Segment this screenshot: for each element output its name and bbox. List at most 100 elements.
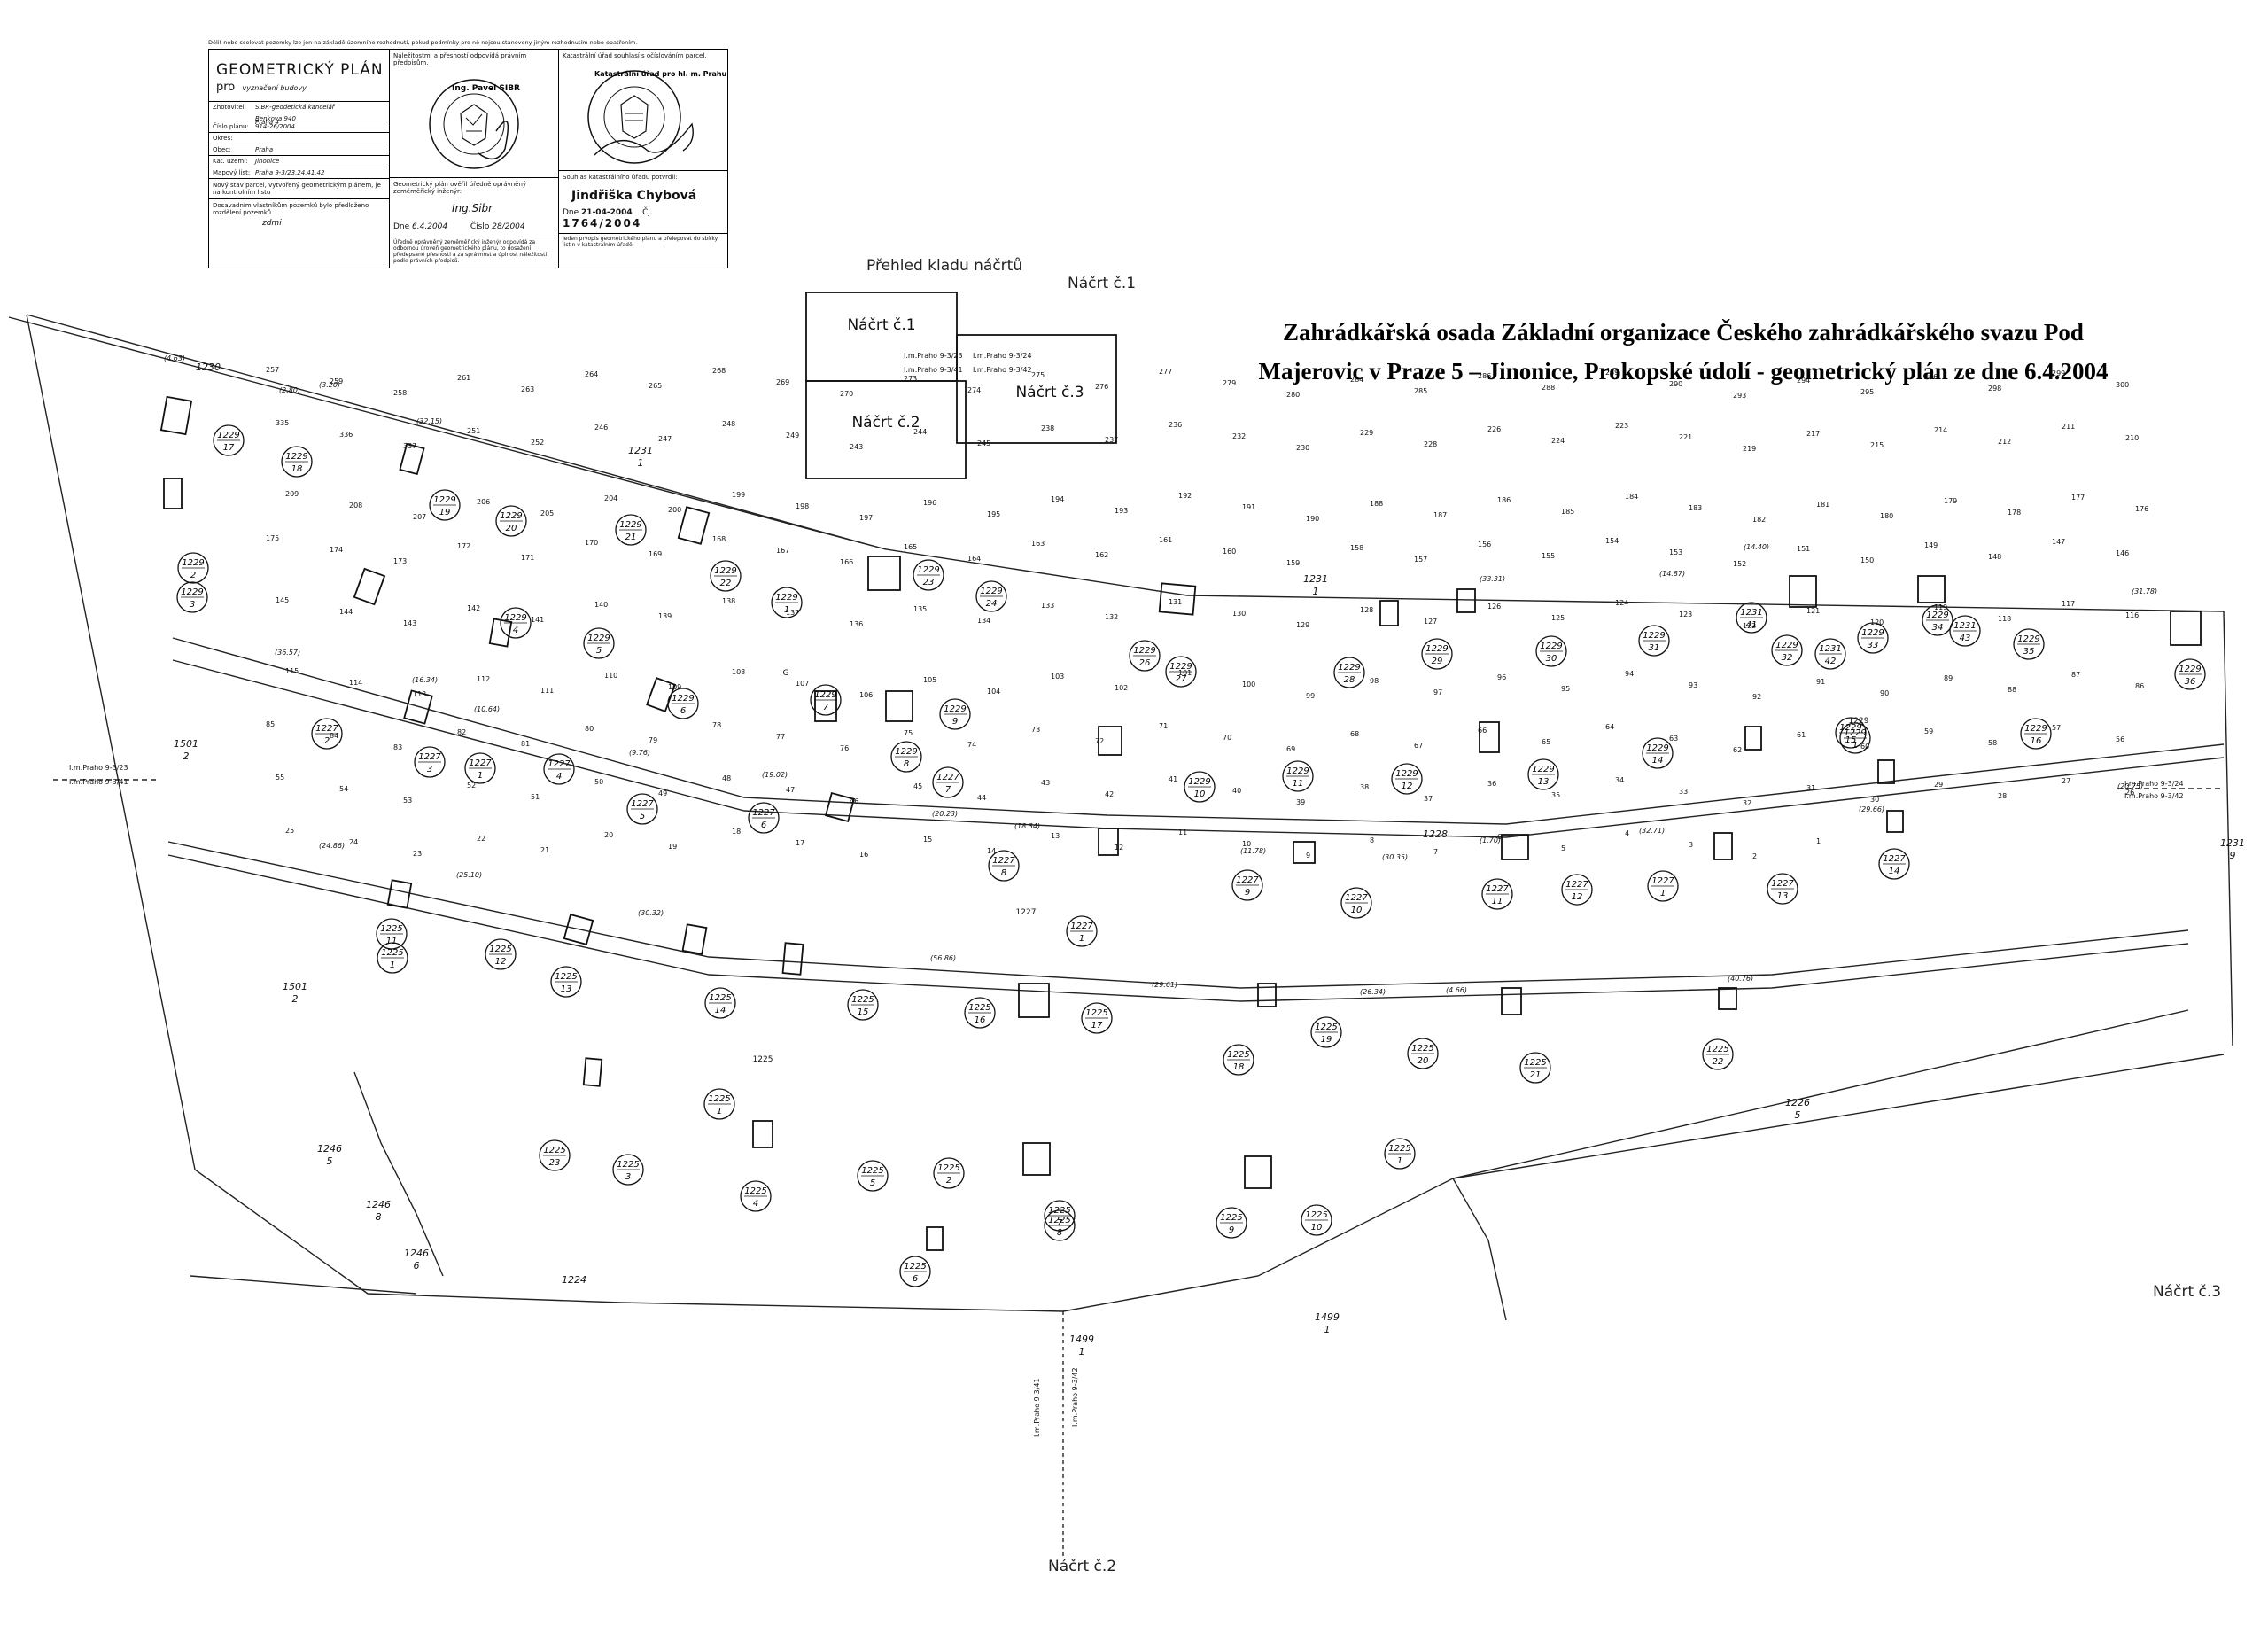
parcel-circle-ring [176,581,208,613]
overview-sheet: I.m.Praho 9-3/24 [973,352,1032,360]
building-8 [1379,600,1399,626]
distance-label: (40.76) [1728,975,1753,983]
parcel-circle-ring [1519,1052,1551,1084]
point-number: 54 [339,785,348,793]
parcel-subnumber: 5 [327,1155,333,1167]
parcel-subnumber: 17 [1091,1021,1103,1030]
point-number: 131 [1169,598,1182,606]
garden-mark: 1227 [1016,908,1037,917]
parcel-subnumber: 4 [513,626,518,635]
row-value: Praha [255,145,274,153]
point-number: 28 [1998,792,2007,800]
point-number: 336 [339,431,353,439]
point-number: 30 [1870,796,1879,804]
point-number: 195 [987,510,1000,518]
building-9 [1456,588,1476,613]
point-number: 56 [2116,735,2124,743]
point-number: 72 [1095,737,1104,745]
col3-name: Jindřiška Chybová [571,189,697,204]
point-number: 138 [722,597,735,605]
sketch-ref-3: Náčrt č.3 [2153,1283,2222,1301]
parcel-circle-ring [485,938,517,970]
parcel-number: 1225 [744,1186,766,1196]
parcel-number: 1229 [1540,642,1562,651]
point-number: 135 [913,605,927,613]
point-number: 9 [1306,852,1310,859]
parcel-number: 1225 [861,1166,883,1176]
col3-date-row: Dne 21-04-2004 Čj. 1764/2004 [559,203,727,233]
parcel-number: 1225 [617,1160,639,1170]
parcel-subnumber: 8 [1057,1228,1062,1238]
plan-title-line2: Majerovic v Praze 5 – Jinonice, Prokopsk… [1258,358,2109,385]
plan-purpose: pro vyznačení budovy [209,80,389,95]
point-number: 185 [1561,508,1574,516]
purpose-text: vyznačení budovy [242,83,307,92]
parcel-number: 1225 [1227,1050,1249,1060]
building-38 [1244,1155,1272,1189]
point-number: 45 [913,782,922,790]
parcel-circle-ring [2020,718,2052,750]
point-number: 300 [2116,381,2129,389]
parcel-circle-ring [899,1256,931,1287]
parcel-subnumber: 21 [625,533,637,542]
parcel-number: 1227 [631,799,654,809]
parcel-subnumber: 4 [556,772,562,782]
point-number: 126 [1487,603,1501,611]
parcel-number: 1229 [1844,728,1866,738]
point-number: 10 [1242,840,1251,848]
point-number: 106 [859,691,873,699]
parcel-subnumber: 1 [1079,1346,1085,1357]
point-number: 142 [467,604,480,612]
parcel-subnumber: 10 [1311,1223,1323,1233]
parcel-circle-ring [890,741,922,773]
point-number: 15 [923,836,932,844]
point-number: 50 [594,778,603,786]
point-number: 76 [840,744,849,752]
distance-label: (26.34) [1360,988,1386,996]
col3-mid: Souhlas katastrálního úřadu potvrdil: [559,170,727,183]
parcel-subnumber: 14 [715,1006,726,1015]
parcel-number: 1246 [366,1199,391,1210]
parcel-subnumber: 9 [952,717,958,727]
point-number: 82 [457,728,466,736]
parcel-subnumber: 8 [904,759,909,769]
distance-label: (24.86) [319,842,345,850]
point-number: 112 [477,675,490,683]
stamp2-text: Katastrální úřad pro hl. m. Prahu [594,70,727,78]
point-number: 290 [1669,380,1682,388]
parcel-number: 1227 [936,773,959,782]
point-number: 84 [330,732,338,740]
parcel-number: 1501 [283,981,307,992]
building-1 [399,442,425,476]
point-number: 280 [1286,391,1300,399]
point-number: 33 [1679,788,1688,796]
point-number: 159 [1286,559,1300,567]
point-number: 285 [1414,387,1427,395]
building-18 [1479,721,1500,753]
point-number: 192 [1178,492,1192,500]
point-number: 155 [1542,552,1555,560]
point-number: 277 [1159,368,1172,376]
point-number: 178 [2008,509,2021,517]
parcel-circle-ring [933,1157,965,1189]
point-number: 160 [1223,548,1236,556]
boundary-south-west [190,1275,417,1295]
building-14 [646,677,676,712]
parcel-subnumber: 1 [638,457,644,469]
point-number: 245 [977,439,990,447]
parcel-circle-ring [1044,1200,1076,1232]
parcel-circle-ring [1081,1002,1113,1034]
parcel-circle-ring [913,559,944,591]
parcel-number: 1231 [1953,621,1976,631]
point-number: 194 [1051,495,1064,503]
